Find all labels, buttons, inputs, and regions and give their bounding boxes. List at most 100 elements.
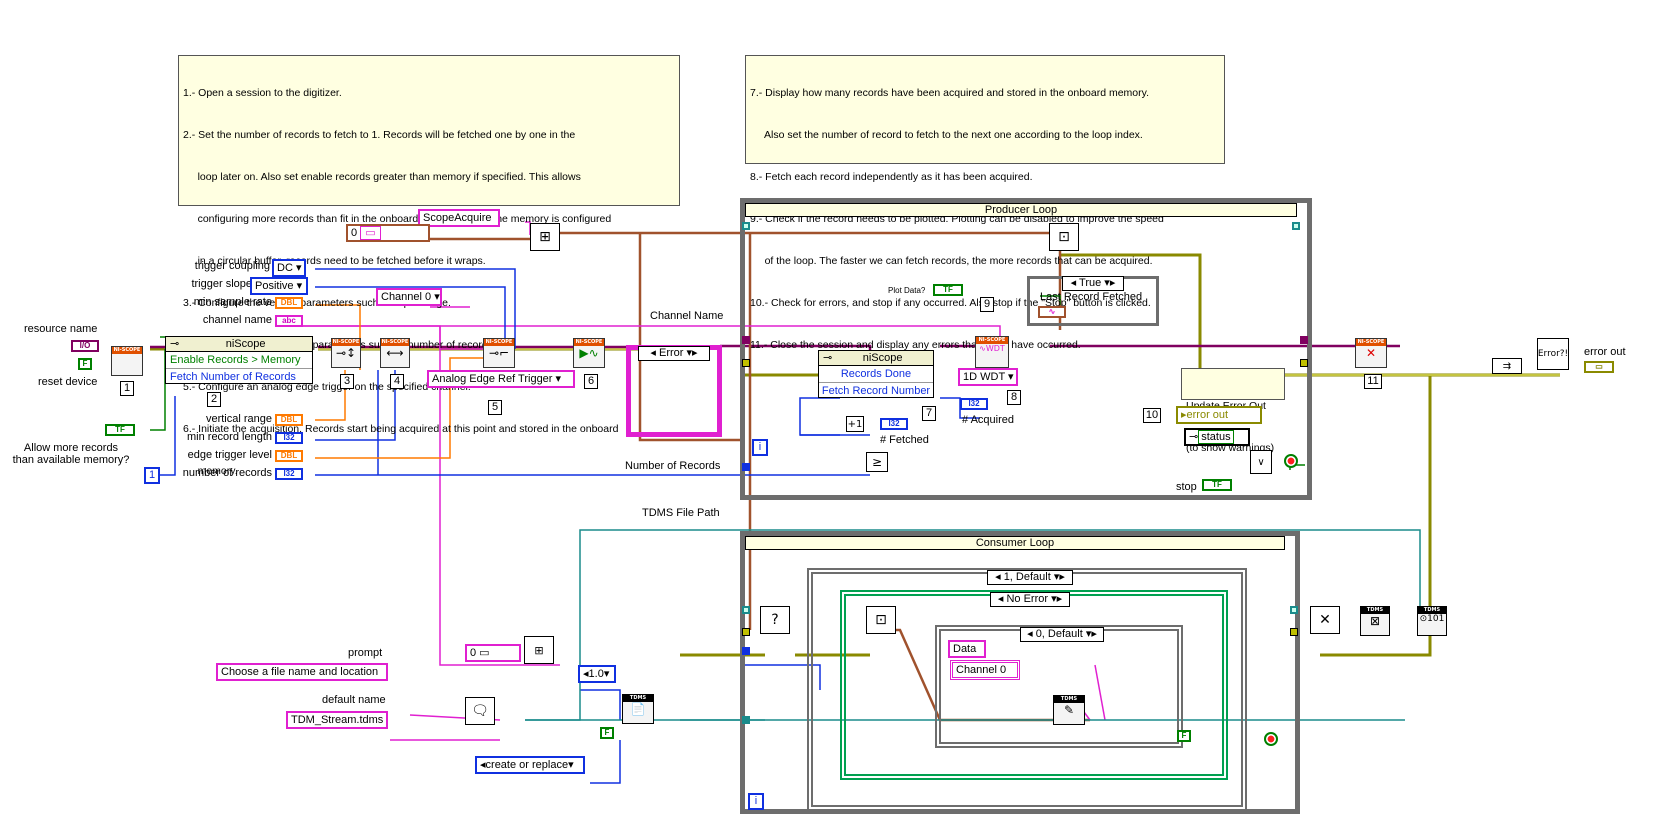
channel-0-text: Channel 0 bbox=[381, 291, 432, 303]
trigger-coupling-enum[interactable]: DC ▾ bbox=[272, 259, 306, 277]
edge-trigger-level-label: edge trigger level bbox=[187, 449, 272, 461]
allow-more-records-terminal[interactable]: TF bbox=[105, 424, 135, 436]
channel-name-label: channel name bbox=[202, 314, 272, 326]
fetch-wdt-vi[interactable]: NI-SCOPE∿WDT bbox=[975, 336, 1009, 368]
file-dialog-icon[interactable]: 🗨 bbox=[465, 697, 495, 725]
note-line: of the loop. The faster we can fetch rec… bbox=[750, 255, 1153, 267]
data-constant[interactable]: Data bbox=[948, 640, 986, 658]
step-3-label: 3 bbox=[340, 374, 354, 389]
trigger-slope-enum[interactable]: Positive ▾ bbox=[250, 277, 308, 295]
configure-trigger-vi[interactable]: NI-SCOPE⊸⌐ bbox=[483, 338, 515, 368]
plot-data-terminal[interactable]: TF bbox=[933, 284, 963, 296]
no-error-case-label: No Error bbox=[1006, 593, 1049, 605]
increment-icon[interactable]: +1 bbox=[846, 416, 864, 432]
create-or-replace-constant[interactable]: ◂create or replace▾ bbox=[475, 756, 585, 774]
dequeue-icon[interactable]: ⊡ bbox=[866, 606, 896, 634]
step-4-label: 4 bbox=[390, 374, 404, 389]
configure-vertical-vi[interactable]: NI-SCOPE⊸↕ bbox=[331, 338, 361, 368]
property-node-header-2: ⊸ niScope bbox=[819, 351, 933, 366]
resource-name-terminal[interactable]: I/O bbox=[71, 340, 99, 352]
shift-register-right bbox=[1292, 222, 1300, 230]
scope-acquire-constant[interactable]: ScopeAcquire bbox=[418, 209, 500, 227]
consumer-stop-terminal-icon[interactable] bbox=[1264, 732, 1278, 746]
tdms-open-vi[interactable]: TDMS📄 bbox=[622, 694, 654, 724]
trigger-coupling-label: trigger coupling bbox=[194, 260, 270, 272]
niscope-property-node[interactable]: ⊸niScope Enable Records > Memory Fetch N… bbox=[165, 336, 313, 384]
default-case-selector[interactable]: ◂ 1, Default ▾▸ bbox=[987, 570, 1073, 585]
c-queue-tunnel-in bbox=[742, 606, 750, 614]
last-record-graph-terminal[interactable]: ∿ bbox=[1038, 306, 1066, 318]
niscope-init-vi[interactable]: NI-SCOPE bbox=[111, 346, 143, 376]
1d-wdt-constant[interactable]: 1D WDT ▾ bbox=[958, 368, 1018, 386]
producer-stop-terminal-icon[interactable] bbox=[1284, 454, 1298, 468]
key-icon: ⊸ bbox=[170, 338, 180, 350]
niscope-property-node-2[interactable]: ⊸niScope Records Done Fetch Record Numbe… bbox=[818, 350, 934, 398]
records-tunnel-in bbox=[742, 463, 750, 471]
greater-equal-icon[interactable]: ≥ bbox=[866, 452, 888, 472]
analog-edge-trigger-constant[interactable]: Analog Edge Ref Trigger ▾ bbox=[427, 370, 575, 388]
initiate-acquisition-vi[interactable]: NI-SCOPE▶∿ bbox=[573, 338, 605, 368]
no-error-case-selector[interactable]: ◂ No Error ▾▸ bbox=[990, 592, 1070, 607]
false-constant-consumer[interactable]: F bbox=[1177, 730, 1191, 742]
or-gate-icon[interactable]: ∨ bbox=[1250, 450, 1272, 474]
min-record-length-terminal[interactable]: I32 bbox=[275, 432, 303, 444]
trigger-icon: ⊸⌐ bbox=[488, 346, 510, 360]
release-queue-icon[interactable]: ✕ bbox=[1310, 606, 1340, 634]
enqueue-icon[interactable]: ⊡ bbox=[1049, 223, 1079, 251]
tdms-defrag-vi[interactable]: TDMS⊙101 bbox=[1417, 606, 1447, 636]
number-of-records-terminal[interactable]: I32 bbox=[275, 468, 303, 480]
default-name-constant[interactable]: TDM_Stream.tdms bbox=[286, 711, 388, 729]
true-case-selector[interactable]: ◂ True ▾▸ bbox=[1062, 276, 1124, 291]
simple-error-handler-icon[interactable]: Error?! bbox=[1537, 338, 1569, 370]
plot-data-label: Plot Data? bbox=[888, 286, 926, 295]
write-pencil-icon: ✎ bbox=[1063, 703, 1075, 717]
merge-errors-icon[interactable]: ⇉ bbox=[1492, 358, 1522, 374]
key-icon: ⊸ bbox=[823, 352, 833, 364]
channel-name-terminal[interactable]: abc bbox=[275, 315, 303, 327]
note-line: Also set the number of record to fetch t… bbox=[750, 129, 1143, 141]
prompt-constant[interactable]: Choose a file name and location bbox=[216, 663, 388, 681]
tdms-close-vi[interactable]: TDMS⊠ bbox=[1360, 606, 1390, 636]
error-case-selector[interactable]: ◂ Error ▾▸ bbox=[638, 346, 710, 361]
vertical-range-terminal[interactable]: DBL bbox=[275, 414, 303, 426]
note-line: 11.- Close the session and display any e… bbox=[750, 339, 1081, 351]
configure-horizontal-vi[interactable]: NI-SCOPE⟷ bbox=[380, 338, 410, 368]
version-text: 1.0 bbox=[588, 668, 604, 680]
status-unbundle[interactable]: ⊸status bbox=[1184, 428, 1250, 446]
queue-status-icon[interactable]: ? bbox=[760, 606, 790, 634]
zero-default-case-selector[interactable]: ◂ 0, Default ▾▸ bbox=[1020, 627, 1104, 642]
channel-0-constant[interactable]: Channel 0 ▾ bbox=[376, 288, 442, 306]
session-tunnel-out bbox=[1300, 336, 1308, 344]
fetched-indicator: I32 bbox=[880, 418, 908, 430]
min-sample-rate-label: min sample rate bbox=[193, 296, 272, 308]
obtain-queue-icon-2[interactable]: ⊞ bbox=[524, 636, 554, 664]
min-sample-rate-terminal[interactable]: DBL bbox=[275, 297, 303, 309]
tdms-write-vi[interactable]: TDMS✎ bbox=[1053, 695, 1085, 725]
edge-trigger-level-terminal[interactable]: DBL bbox=[275, 450, 303, 462]
number-constant-1[interactable]: 1 bbox=[144, 467, 160, 484]
vertical-icon: ⊸↕ bbox=[335, 346, 357, 360]
reset-device-constant[interactable]: F bbox=[78, 358, 92, 370]
close-session-vi[interactable]: NI-SCOPE✕ bbox=[1355, 338, 1387, 368]
version-constant[interactable]: ◂1.0▾ bbox=[578, 665, 616, 683]
acquired-indicator: I32 bbox=[960, 398, 988, 410]
error-out-local-variable[interactable]: ▸error out bbox=[1176, 406, 1262, 424]
cluster-zero: 0 bbox=[351, 227, 358, 239]
last-record-fetched-label: Last Record Fetched bbox=[1040, 291, 1143, 303]
tdms-open-icon: 📄 bbox=[630, 702, 646, 716]
queue-cluster-constant[interactable]: 0 ▭ bbox=[465, 644, 521, 662]
min-record-length-label: min record length bbox=[187, 431, 272, 443]
allow-more-records-label: Allow more records than available memory… bbox=[8, 442, 134, 466]
consumer-while-loop bbox=[740, 531, 1300, 814]
step-11-label: 11 bbox=[1364, 374, 1382, 389]
stop-button-terminal[interactable]: TF bbox=[1202, 479, 1232, 491]
cluster-constant[interactable]: 0 ▭ bbox=[346, 224, 430, 242]
channel-0-constant-2[interactable]: Channel 0 bbox=[950, 660, 1020, 680]
false-constant-open[interactable]: F bbox=[600, 727, 614, 739]
note-line: memory. bbox=[183, 465, 238, 477]
property-records-done: Records Done bbox=[819, 366, 933, 383]
true-case-label: True bbox=[1079, 277, 1102, 289]
niscope-node-title-2: niScope bbox=[862, 352, 903, 364]
1d-wdt-text: 1D WDT bbox=[963, 371, 1005, 383]
obtain-queue-icon[interactable]: ⊞ bbox=[530, 223, 560, 251]
